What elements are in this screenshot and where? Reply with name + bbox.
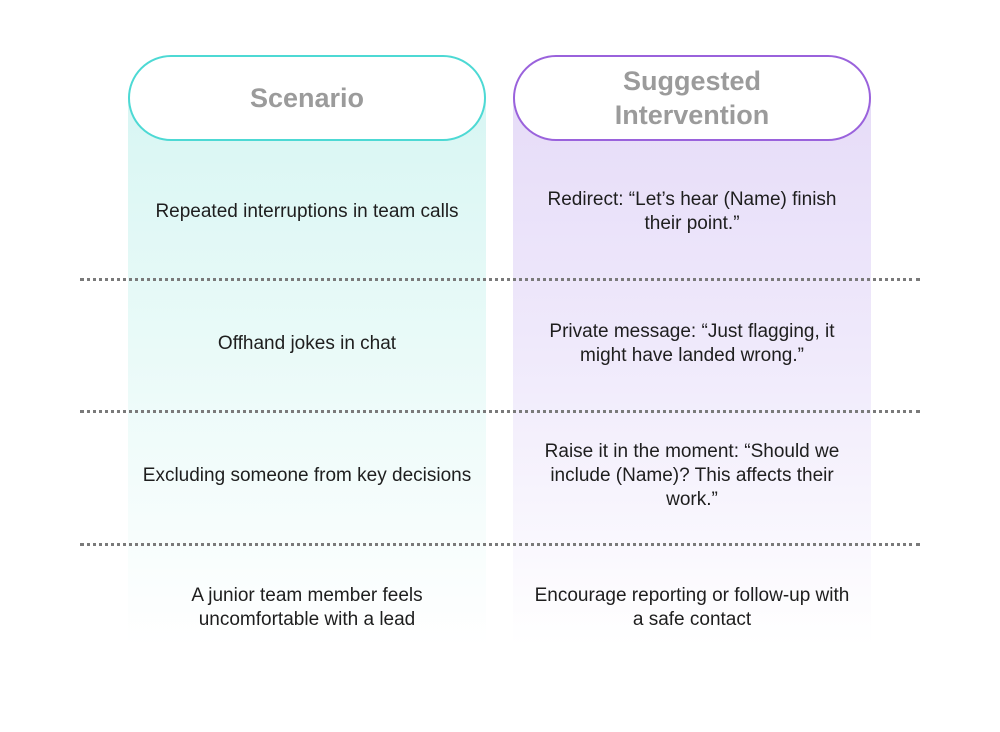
scenario-cell-1: Repeated interruptions in team calls — [155, 201, 459, 222]
intervention-header-label: Suggested Intervention — [615, 64, 770, 132]
scenario-header: Scenario — [128, 55, 486, 141]
row-divider-1 — [80, 278, 920, 281]
row-divider-2 — [80, 410, 920, 413]
intervention-header: Suggested Intervention — [513, 55, 871, 141]
intervention-column-background — [513, 96, 871, 646]
scenario-cell-2: Offhand jokes in chat — [217, 333, 397, 354]
intervention-cell-4: Encourage reporting or follow-up with a … — [534, 585, 850, 630]
intervention-cell-2: Private message: “Just flagging, it migh… — [549, 321, 835, 366]
row-divider-3 — [80, 543, 920, 546]
intervention-cell-3: Raise it in the moment: “Should we inclu… — [544, 441, 840, 510]
scenario-header-label: Scenario — [249, 83, 365, 113]
intervention-header-line2: Intervention — [614, 100, 770, 130]
scenario-cell-4: A junior team member feels uncomfortable… — [191, 585, 423, 630]
intervention-cell-1: Redirect: “Let’s hear (Name) finish thei… — [547, 189, 837, 234]
scenario-cell-3: Excluding someone from key decisions — [142, 465, 472, 486]
scenario-column-background — [128, 96, 486, 646]
intervention-header-line1: Suggested — [622, 66, 761, 96]
